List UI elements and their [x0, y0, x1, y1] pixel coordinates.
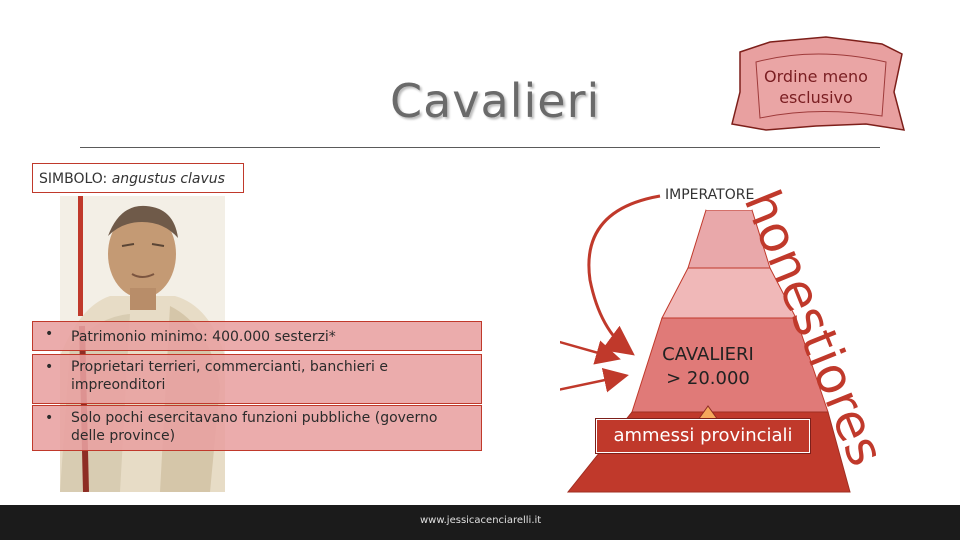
slide-title: Cavalieri — [390, 74, 601, 128]
cavalieri-title: CAVALIERI — [662, 344, 754, 365]
footer-url: www.jessicacenciarelli.it — [420, 515, 542, 526]
cavalieri-label: CAVALIERI > 20.000 — [640, 343, 776, 391]
title-divider — [80, 147, 880, 148]
bullet-item: Patrimonio minimo: 400.000 sesterzi* — [32, 321, 482, 351]
simbolo-box: SIMBOLO: angustus clavus — [32, 163, 244, 193]
bullet-item: Proprietari terrieri, commercianti, banc… — [32, 354, 482, 404]
banner-text: Ordine meno esclusivo — [764, 67, 868, 107]
cavalieri-count: > 20.000 — [666, 368, 750, 389]
imperatore-label: IMPERATORE — [665, 187, 755, 203]
bullet-item: Solo pochi esercitavano funzioni pubblic… — [32, 405, 482, 451]
provinciali-box: ammessi provinciali — [595, 418, 811, 454]
simbolo-label: SIMBOLO: — [39, 171, 108, 187]
banner-shape — [731, 36, 906, 131]
simbolo-value: angustus clavus — [111, 171, 225, 187]
footer-bar — [0, 505, 960, 540]
